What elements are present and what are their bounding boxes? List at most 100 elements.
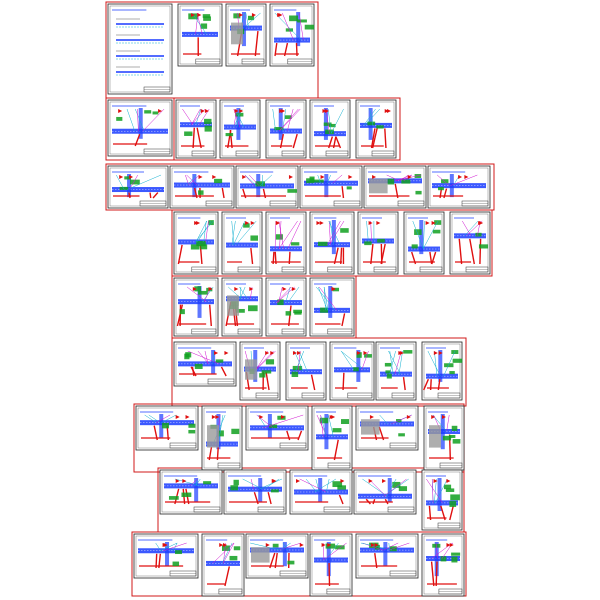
valve-fitting-icon [364, 354, 372, 358]
branch-pipe-red [469, 238, 476, 265]
sheet-inner-frame [135, 535, 197, 577]
callout-leader-line [244, 174, 257, 187]
sheet-inner-frame [175, 343, 235, 385]
drawing-sheet-20 [309, 211, 355, 275]
callout-flag-icon [297, 351, 302, 355]
callout-leader-line [233, 220, 246, 246]
drawing-sheet-38 [355, 405, 419, 451]
valve-fitting-icon [185, 352, 192, 358]
callout-flag-icon [464, 175, 469, 179]
sheet-inner-frame [237, 167, 297, 207]
callout-flag-icon [431, 221, 436, 225]
branch-pipe-red [250, 247, 254, 265]
callout-leader-line [329, 220, 345, 245]
branch-pipe-red [430, 561, 435, 587]
valve-fitting-icon [392, 481, 401, 488]
valve-fitting-icon [184, 131, 193, 136]
callout-leader-line [386, 174, 400, 182]
callout-leader-line [250, 542, 281, 551]
drawing-sheet-47 [245, 533, 309, 579]
callout-flag-icon [249, 287, 254, 291]
branch-pipe-red [177, 244, 183, 265]
valve-fitting-icon [214, 178, 223, 184]
branch-pipe-red [384, 128, 387, 149]
callout-flag-icon [370, 543, 375, 547]
drawing-sheet-21 [357, 211, 399, 275]
drawing-sheet-15 [363, 165, 427, 209]
valve-fitting-icon [411, 244, 418, 249]
valve-fitting-icon [328, 123, 336, 128]
callout-leader-line [388, 542, 390, 551]
valve-fitting-icon [261, 370, 272, 374]
branch-pipe-red [209, 304, 212, 327]
valve-fitting-icon [346, 186, 352, 190]
valve-fitting-icon [275, 234, 283, 240]
callout-flag-icon [386, 109, 391, 113]
callout-flag-icon [211, 415, 216, 419]
equipment-block [429, 425, 441, 448]
callout-flag-icon [214, 351, 219, 355]
sheet-inner-frame [301, 167, 361, 207]
drawing-sheet-30 [285, 341, 327, 401]
sheet-inner-frame [225, 471, 285, 513]
valve-fitting-icon [175, 550, 182, 555]
callout-leader-line [383, 542, 399, 551]
callout-leader-line [282, 12, 294, 41]
callout-flag-icon [242, 175, 247, 179]
callout-leader-line [161, 414, 177, 423]
callout-flag-icon [446, 479, 451, 483]
riser-pipe [440, 414, 445, 450]
branch-pipe-red [370, 128, 376, 149]
callout-flag-icon [363, 351, 368, 355]
drawing-sheet-10 [355, 99, 397, 159]
callout-leader-line [187, 174, 197, 186]
callout-leader-line [426, 478, 443, 504]
branch-pipe-red [267, 492, 272, 505]
drawing-sheet-24 [173, 277, 219, 337]
callout-leader-line [370, 220, 372, 241]
riser-pipe [258, 478, 263, 503]
equipment-block [251, 547, 270, 563]
sheet-inner-frame [109, 167, 167, 207]
callout-leader-line [242, 12, 261, 29]
riser-pipe [383, 542, 388, 567]
callout-leader-line [320, 414, 324, 437]
branch-pipe-red [342, 372, 345, 391]
callout-leader-line [203, 220, 207, 242]
drawing-sheet-27 [309, 277, 355, 337]
drawing-sheet-4 [269, 3, 315, 67]
callout-leader-line [464, 220, 479, 236]
callout-leader-line [285, 286, 291, 303]
branch-pipe-red [196, 127, 202, 149]
sheet-border [421, 533, 465, 597]
valve-fitting-icon [297, 19, 307, 23]
valve-fitting-icon [335, 545, 345, 550]
callout-flag-icon [406, 415, 411, 419]
callout-leader-line [278, 286, 283, 303]
valve-fitting-icon [320, 307, 329, 313]
callout-leader-line [134, 108, 145, 132]
valve-fitting-icon [269, 424, 278, 429]
callout-leader-line [328, 220, 341, 245]
drawing-sheet-13 [235, 165, 299, 209]
callout-flag-icon [275, 221, 280, 225]
callout-leader-line [366, 220, 369, 242]
callout-leader-line [163, 542, 187, 551]
callout-leader-line [389, 350, 396, 375]
callout-leader-line [305, 478, 317, 493]
sheet-border [107, 3, 173, 95]
main-pipe [112, 187, 164, 193]
callout-flag-icon [369, 415, 374, 419]
callout-flag-icon [250, 221, 255, 225]
valve-fitting-icon [272, 543, 279, 548]
branch-pipe-red [176, 304, 184, 327]
callout-leader-line [287, 286, 300, 303]
callout-flag-icon [299, 543, 304, 547]
valve-fitting-icon [204, 125, 212, 132]
valve-fitting-icon [204, 118, 212, 124]
valve-fitting-icon [290, 242, 300, 246]
callout-flag-icon [219, 543, 224, 547]
callout-leader-line [324, 286, 326, 311]
riser-pipe [324, 414, 329, 450]
callout-leader-line [383, 478, 407, 497]
